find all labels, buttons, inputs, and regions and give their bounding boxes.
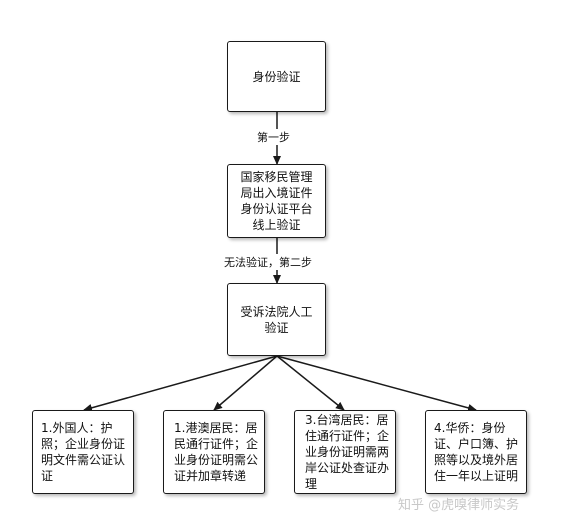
identity-verification-label: 身份验证 [252, 69, 301, 84]
overseas-chinese-node: 4.华侨：身份证、户口簿、护照等以及境外居住一年以上证明 [425, 410, 527, 494]
arrow-court-to-foreigner [83, 355, 278, 412]
foreigner-node: 1.外国人：护照；企业身份证明文件需公证认证 [32, 410, 134, 494]
step-one-label: 第一步 [255, 129, 292, 145]
foreigner-label: 1.外国人：护照；企业身份证明文件需公证认证 [41, 421, 126, 483]
court-manual-label: 受诉法院人工验证 [240, 304, 313, 335]
arrow-court-to-hk-macau [213, 355, 278, 411]
step-two-label: 无法验证，第二步 [222, 254, 314, 270]
online-platform-label: 国家移民管理局出入境证件身份认证平台线上验证 [240, 170, 313, 232]
watermark-text: 知乎 @虎嗅律师实务 [398, 498, 520, 513]
watermark: 知乎 @虎嗅律师实务 [398, 494, 519, 513]
online-platform-node: 国家移民管理局出入境证件身份认证平台线上验证 [227, 164, 326, 238]
taiwan-resident-node: 3.台湾居民：居住通行证件；企业身份证明需两岸公证处查证办理 [294, 410, 396, 494]
arrow-court-to-overseas-chinese [276, 355, 477, 412]
hk-macau-resident-node: 1.港澳居民：居民通行证件；企业身份证明需公证并加章转递 [163, 410, 265, 494]
arrow-court-to-taiwan [276, 355, 345, 411]
identity-verification-node: 身份验证 [227, 41, 326, 112]
taiwan-resident-label: 3.台湾居民：居住通行证件；企业身份证明需两岸公证处查证办理 [305, 413, 390, 491]
overseas-chinese-label: 4.华侨：身份证、户口簿、护照等以及境外居住一年以上证明 [434, 421, 519, 483]
hk-macau-resident-label: 1.港澳居民：居民通行证件；企业身份证明需公证并加章转递 [174, 421, 259, 483]
court-manual-node: 受诉法院人工验证 [227, 283, 326, 356]
